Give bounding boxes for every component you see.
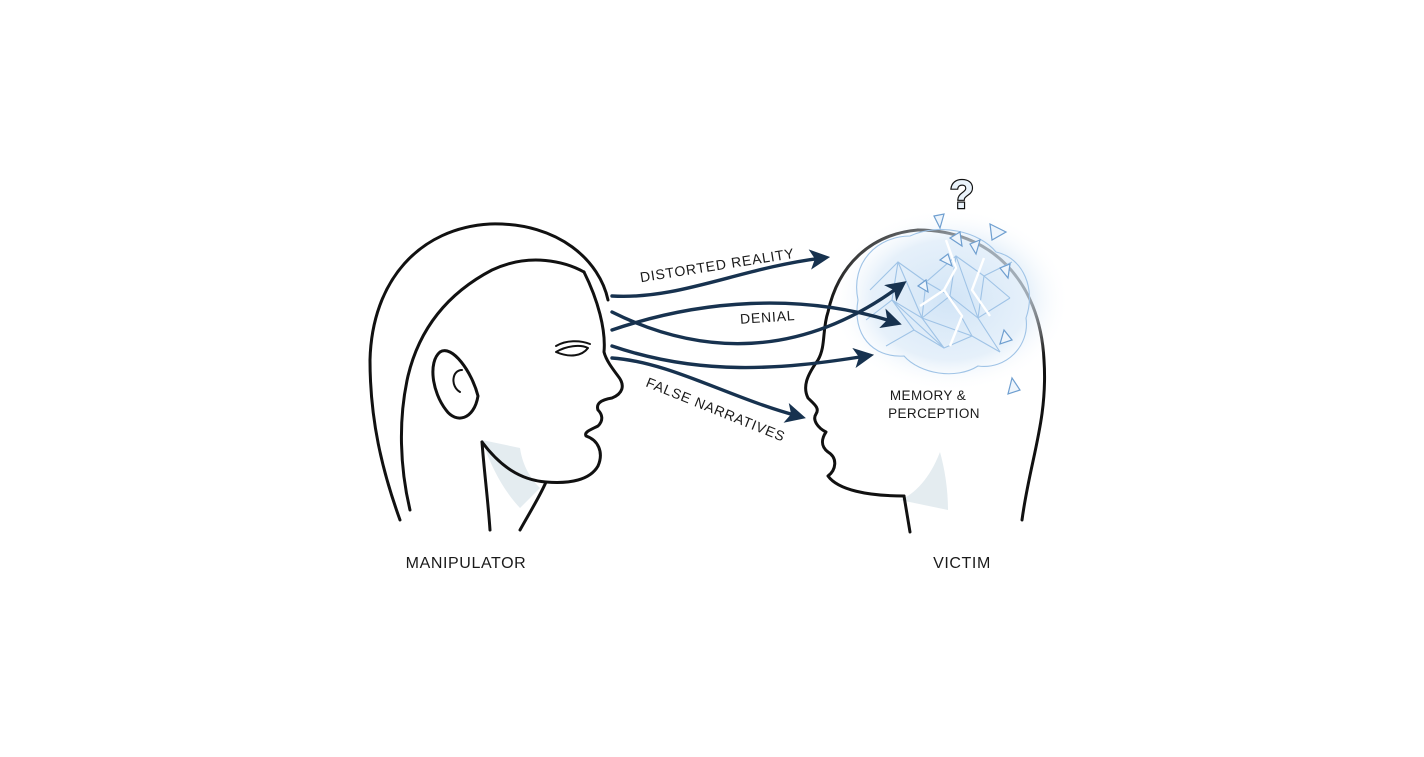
manipulator-neck-shade xyxy=(482,440,540,508)
victim-label: VICTIM xyxy=(933,555,991,572)
flow-arrow-false-narratives xyxy=(610,356,806,423)
manipulator-neck-front xyxy=(518,480,548,532)
victim-neck-front xyxy=(902,494,912,534)
question-mark-text: ? xyxy=(950,173,974,217)
memory-label-line1: MEMORY & xyxy=(890,388,966,403)
manipulator-eye-icon xyxy=(555,344,589,357)
victim-face-profile xyxy=(804,228,920,498)
manipulator-hair-outline xyxy=(368,222,610,522)
brain-shards xyxy=(916,213,1021,395)
manipulator-head-icon xyxy=(368,222,624,532)
victim-neck-shade xyxy=(900,452,948,510)
flow-arrow-distorted-reality xyxy=(610,249,831,299)
flow-arrow-victim-face xyxy=(610,344,875,370)
manipulator-hair-strand xyxy=(399,258,586,512)
manipulator-ear-icon xyxy=(431,349,480,420)
memory-label-line2: PERCEPTION xyxy=(888,406,980,421)
fragmented-brain-icon xyxy=(830,208,1070,395)
brain-mesh xyxy=(865,255,1013,353)
flow-arrow-denial xyxy=(610,301,902,332)
manipulator-eyelid xyxy=(555,340,591,347)
brain-cracks xyxy=(919,239,991,347)
manipulator-neck-back xyxy=(480,440,492,532)
manipulator-ear-inner xyxy=(452,369,463,393)
brain-outline xyxy=(856,228,1030,375)
flow-arrows xyxy=(610,249,907,423)
flow-label-denial: DENIAL xyxy=(739,307,795,327)
question-mark-icon: ? xyxy=(949,172,976,218)
flow-label-false-narratives: FALSE NARRATIVES xyxy=(644,374,788,445)
manipulator-label: MANIPULATOR xyxy=(406,555,527,572)
flow-arrow-upper-cross xyxy=(610,281,907,346)
manipulator-face-profile xyxy=(480,270,624,484)
